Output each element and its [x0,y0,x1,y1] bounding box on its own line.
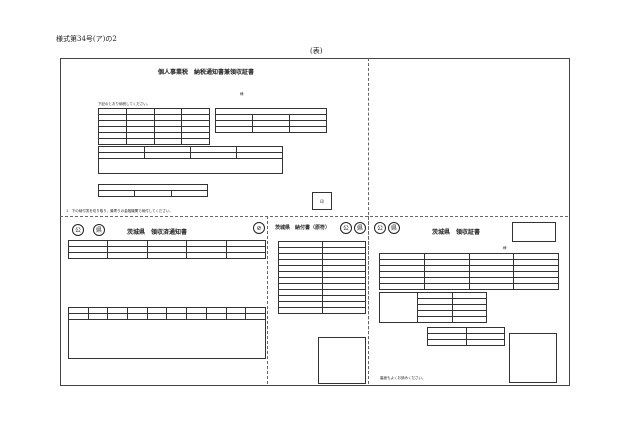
notice-instruction: 下記のとおり納税してください。 [98,102,151,106]
tax-detail-table [98,108,210,145]
perforation-stub-right [368,216,369,384]
seal-box: 印 [312,192,332,210]
receipt-id-box [512,222,556,242]
stub-title: 茨城県 納付書（原符） [275,225,331,231]
account-transfer-table [97,184,209,197]
amount-table [98,146,283,174]
payment-breakdown-table [215,108,327,133]
bank-logo-icon: ⊘ [253,222,265,234]
circle-prefecture: 県 [354,222,366,234]
circle-public: 公 [72,224,84,236]
amount-digit-table [68,307,266,359]
notice-title: 個人事業税 納税通知書兼領収証書 [158,69,255,76]
receipt-stamp-box [509,333,557,383]
receipt-honorific: 様 [503,246,507,250]
circle-public: 公 [340,222,352,234]
notice-honorific: 様 [240,92,244,96]
receipt-title: 茨城県 領収証書 [432,229,481,236]
tax-form [60,58,570,386]
circle-prefecture: 県 [388,222,400,234]
circle-prefecture: 県 [93,224,105,236]
receipt-total-table [427,327,505,346]
side-label: (表) [310,47,323,55]
perforation-stub-left [267,216,268,384]
circle-public: 公 [374,222,386,234]
receipt-notice-title: 茨城県 領収済通知書 [127,229,188,236]
stub-table [278,241,366,314]
receipt-notice-table [67,240,267,259]
receipt-amount-table [379,292,487,323]
form-number: 様式第34号(ア)の2 [56,35,117,43]
stub-stamp-box [318,337,366,384]
notice-footer: 1 下の納付書を切り取り、最寄りの金融機関で納付してください。 [66,209,173,213]
receipt-table [379,253,559,290]
perforation-horizontal [60,216,568,217]
receipt-note: 裏面もよくお読みください。 [380,376,426,380]
